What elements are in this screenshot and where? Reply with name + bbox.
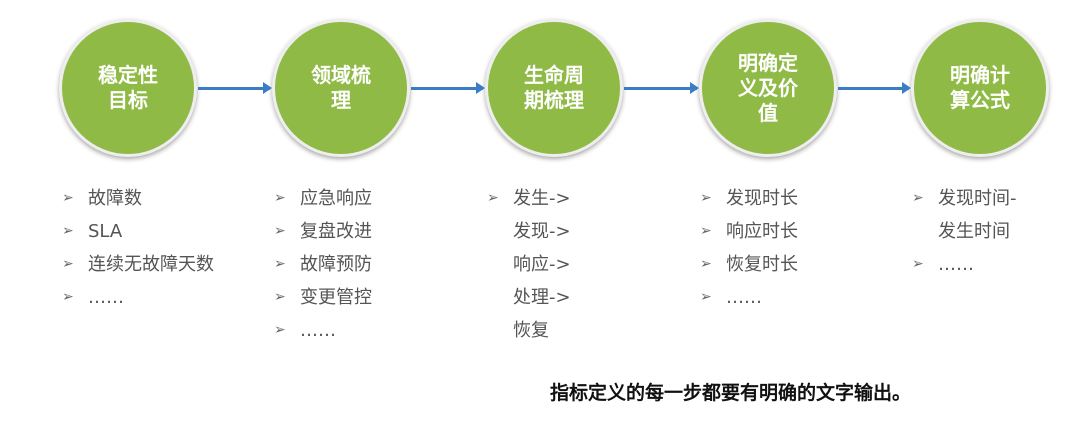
list-lifecycle: ➢ 发生-> 发现-> 响应-> 处理-> 恢复 [487, 182, 571, 347]
item-text: 处理-> [513, 287, 571, 308]
item-text: SLA [88, 221, 123, 242]
list-stability-goal: ➢ 故障数 ➢ SLA ➢ 连续无故障天数 ➢ …… [62, 182, 214, 314]
arrow-right-icon [838, 82, 911, 94]
item-text: 恢复 [513, 320, 549, 341]
arrow-bullet-icon: ➢ [274, 289, 286, 305]
item-text: 发现-> [513, 221, 571, 242]
item-text: …… [938, 254, 974, 275]
item-text: 应急响应 [300, 188, 372, 209]
item-text: 连续无故障天数 [88, 254, 214, 275]
item-text: 发现时长 [726, 188, 798, 209]
item-text: 发生时间 [938, 221, 1010, 242]
step-circle-definition: 明确定 义及价 值 [699, 19, 837, 157]
arrow-right-icon [198, 82, 272, 94]
item-text: 响应时长 [726, 221, 798, 242]
step-circle-stability-goal: 稳定性 目标 [59, 19, 197, 157]
arrow-bullet-icon: ➢ [274, 322, 286, 338]
item-text: 复盘改进 [300, 221, 372, 242]
list-item: ➢ 故障数 [62, 182, 214, 215]
step-title: 明确定 义及价 值 [738, 50, 798, 125]
item-text: 恢复时长 [726, 254, 798, 275]
step-title: 明确计 算公式 [950, 63, 1010, 112]
step-title: 领域梳 理 [311, 63, 371, 112]
arrow-bullet-icon: ➢ [274, 256, 286, 272]
list-item: 发生时间 [912, 215, 1017, 248]
item-text: …… [726, 287, 762, 308]
list-item: ➢ 发现时间- [912, 182, 1017, 215]
list-item: ➢ 故障预防 [274, 248, 372, 281]
item-text: …… [88, 287, 124, 308]
list-item: 发现-> [487, 215, 571, 248]
list-item: ➢ 发生-> [487, 182, 571, 215]
list-item: 响应-> [487, 248, 571, 281]
item-text: 故障预防 [300, 254, 372, 275]
step-circle-formula: 明确计 算公式 [911, 19, 1049, 157]
arrow-bullet-icon: ➢ [62, 289, 74, 305]
arrow-bullet-icon: ➢ [700, 190, 712, 206]
arrow-bullet-icon: ➢ [487, 190, 499, 206]
item-text: …… [300, 320, 336, 341]
arrow-right-icon [624, 82, 699, 94]
arrow-right-icon [411, 82, 485, 94]
list-item: ➢ …… [912, 248, 1017, 281]
step-circle-lifecycle: 生命周 期梳理 [485, 19, 623, 157]
list-item: ➢ SLA [62, 215, 214, 248]
arrow-bullet-icon: ➢ [62, 256, 74, 272]
item-text: 发生-> [513, 188, 571, 209]
arrow-bullet-icon: ➢ [700, 256, 712, 272]
list-item: ➢ 应急响应 [274, 182, 372, 215]
item-text: 发现时间- [938, 188, 1017, 209]
list-definition: ➢ 发现时长 ➢ 响应时长 ➢ 恢复时长 ➢ …… [700, 182, 798, 314]
list-item: ➢ 变更管控 [274, 281, 372, 314]
arrow-bullet-icon: ➢ [274, 190, 286, 206]
list-item: ➢ 响应时长 [700, 215, 798, 248]
item-text: 响应-> [513, 254, 571, 275]
list-item: ➢ 恢复时长 [700, 248, 798, 281]
list-item: ➢ 复盘改进 [274, 215, 372, 248]
step-title: 生命周 期梳理 [524, 63, 584, 112]
arrow-bullet-icon: ➢ [62, 190, 74, 206]
arrow-bullet-icon: ➢ [912, 190, 924, 206]
list-item: ➢ …… [274, 314, 372, 347]
list-item: ➢ 连续无故障天数 [62, 248, 214, 281]
item-text: 故障数 [88, 188, 142, 209]
item-text: 变更管控 [300, 287, 372, 308]
list-item: ➢ 发现时长 [700, 182, 798, 215]
list-item: 恢复 [487, 314, 571, 347]
caption: 指标定义的每一步都要有明确的文字输出。 [550, 382, 912, 404]
list-item: ➢ …… [700, 281, 798, 314]
arrow-bullet-icon: ➢ [700, 223, 712, 239]
step-title: 稳定性 目标 [98, 63, 158, 112]
list-domain: ➢ 应急响应 ➢ 复盘改进 ➢ 故障预防 ➢ 变更管控 ➢ …… [274, 182, 372, 347]
step-circle-domain: 领域梳 理 [272, 19, 410, 157]
arrow-bullet-icon: ➢ [700, 289, 712, 305]
arrow-bullet-icon: ➢ [912, 256, 924, 272]
list-item: 处理-> [487, 281, 571, 314]
arrow-bullet-icon: ➢ [274, 223, 286, 239]
list-item: ➢ …… [62, 281, 214, 314]
arrow-bullet-icon: ➢ [62, 223, 74, 239]
list-formula: ➢ 发现时间- 发生时间 ➢ …… [912, 182, 1017, 281]
